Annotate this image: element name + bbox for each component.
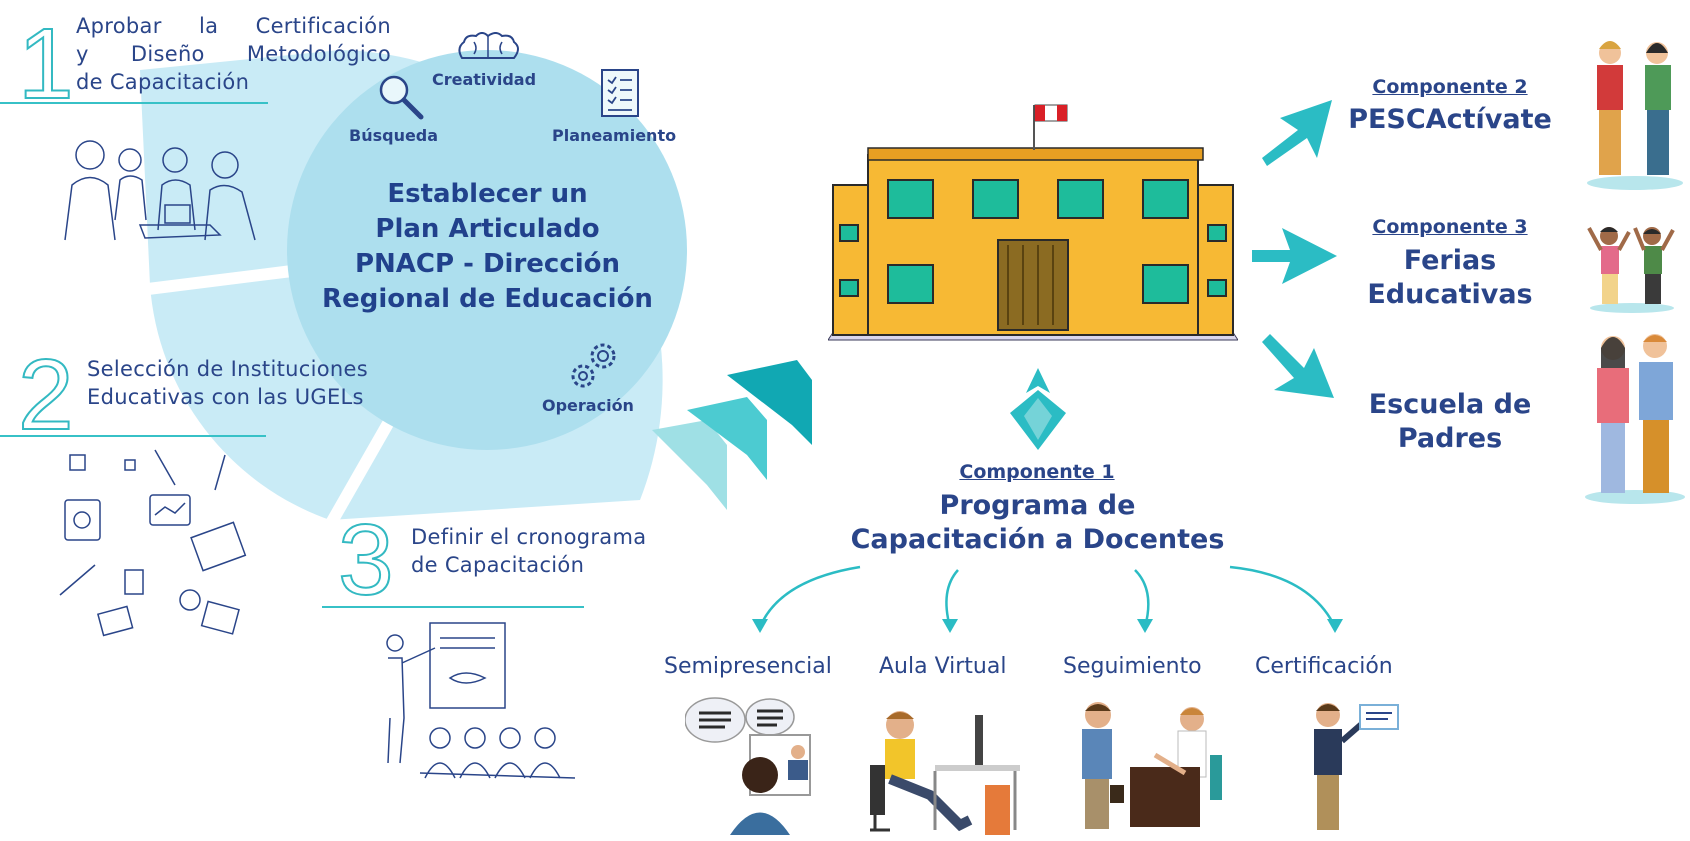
step-1-line-3: de Capacitación [76,70,250,94]
step-1-number: 1 [17,8,75,120]
step-1-text: Aprobar la Certificación y Diseño Metodo… [76,12,391,96]
component-2-title: Componente 2 [1372,76,1528,98]
step-2-number: 2 [17,339,75,451]
kids-illustration [1587,227,1675,313]
center-title: Establecer un Plan Articulado PNACP - Di… [280,177,695,317]
component-1-name-line-1: Programa de [939,490,1136,521]
label-creatividad: Creatividad [432,70,537,89]
component-1-name: Programa de Capacitación a Docentes [800,489,1275,557]
meeting-illustration [64,140,256,241]
arrow-up-right-icon [1262,100,1332,166]
step-2-line-2: Educativas con las UGELs [87,385,364,409]
step-3-line-2: de Capacitación [411,553,585,577]
center-title-line-4: Regional de Educación [322,284,653,314]
step-2-underline [0,435,266,437]
desk-papers-illustration [59,449,247,637]
step-1-line-2: y Diseño Metodológico [76,42,391,66]
chevron-arrows-icon [652,360,812,510]
branch-arrow-3 [1134,569,1150,628]
arrow-down-right-icon [1262,334,1334,398]
arrow-down-icon [1010,368,1066,450]
step-2-text: Selección de Instituciones Educativas co… [87,355,427,411]
brain-icon [458,32,519,59]
branch-arrow-4 [1229,565,1337,628]
certificacion-illustration [1314,703,1399,830]
component-3-title: Componente 3 [1372,216,1528,238]
component-3-name: Ferias Educativas [1330,244,1570,312]
label-busqueda: Búsqueda [349,126,439,145]
component-1-title: Componente 1 [959,461,1115,483]
seguimiento-illustration [1082,702,1222,829]
label-operacion: Operación [542,396,634,415]
arrow-right-icon [1252,228,1337,284]
step-3-line-1: Definir el cronograma [411,525,647,549]
wheel-separator [139,264,301,296]
wheel-separator [324,417,396,528]
step-3-number: 3 [337,504,395,616]
branch-arrow-1 [758,565,861,628]
step-1-line-1: Aprobar la Certificación [76,14,391,38]
center-circle [287,50,687,450]
component-3-name-line-1: Ferias [1403,245,1497,276]
component-2-name: PESCActívate [1320,103,1580,137]
component-4-name-line-2: Padres [1397,423,1503,454]
branch-arrows [752,565,1343,633]
component-2-name-line-1: PESCActívate [1348,104,1552,135]
branch-arrow-2 [945,569,959,628]
checklist-icon [601,69,639,117]
step-2-line-1: Selección de Instituciones [87,357,368,381]
aula-virtual-illustration [870,711,1020,835]
component-4-name: Escuela de Padres [1330,388,1570,456]
step-3-underline [322,606,584,608]
step-3-text: Definir el cronograma de Capacitación [411,523,711,579]
component-4-name-line-1: Escuela de [1368,389,1532,420]
center-title-line-3: PNACP - Dirección [354,249,621,279]
center-title-line-1: Establecer un [387,179,588,209]
magnifier-icon [379,75,424,120]
parents-illustration [1585,334,1685,504]
sub-item-certificacion: Certificación [1255,654,1393,679]
teens-illustration [1587,41,1683,190]
component-3-name-line-2: Educativas [1367,279,1533,310]
sub-item-semipresencial: Semipresencial [664,654,832,679]
gears-icon [571,343,616,388]
semipresencial-illustration [685,697,811,835]
component-1-name-line-2: Capacitación a Docentes [850,524,1225,555]
school-building-illustration [828,104,1238,341]
step-1-underline [0,102,268,104]
presentation-illustration [386,622,576,779]
sub-item-seguimiento: Seguimiento [1063,654,1202,679]
center-title-line-2: Plan Articulado [375,214,600,244]
label-planeamiento: Planeamiento [552,126,677,145]
sub-item-aula-virtual: Aula Virtual [879,654,1007,679]
